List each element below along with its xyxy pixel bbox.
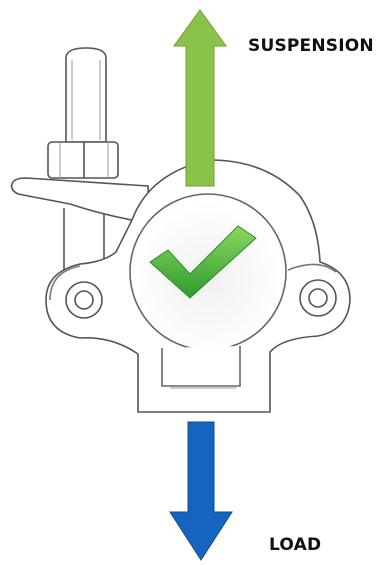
load-label: LOAD <box>269 535 322 555</box>
lever <box>10 177 149 221</box>
checkmark-icon <box>149 225 257 299</box>
bolt <box>47 47 119 272</box>
suspension-label: SUSPENSION <box>248 36 374 56</box>
arrow-down-icon <box>169 421 233 561</box>
arrow-up-icon <box>173 9 227 187</box>
